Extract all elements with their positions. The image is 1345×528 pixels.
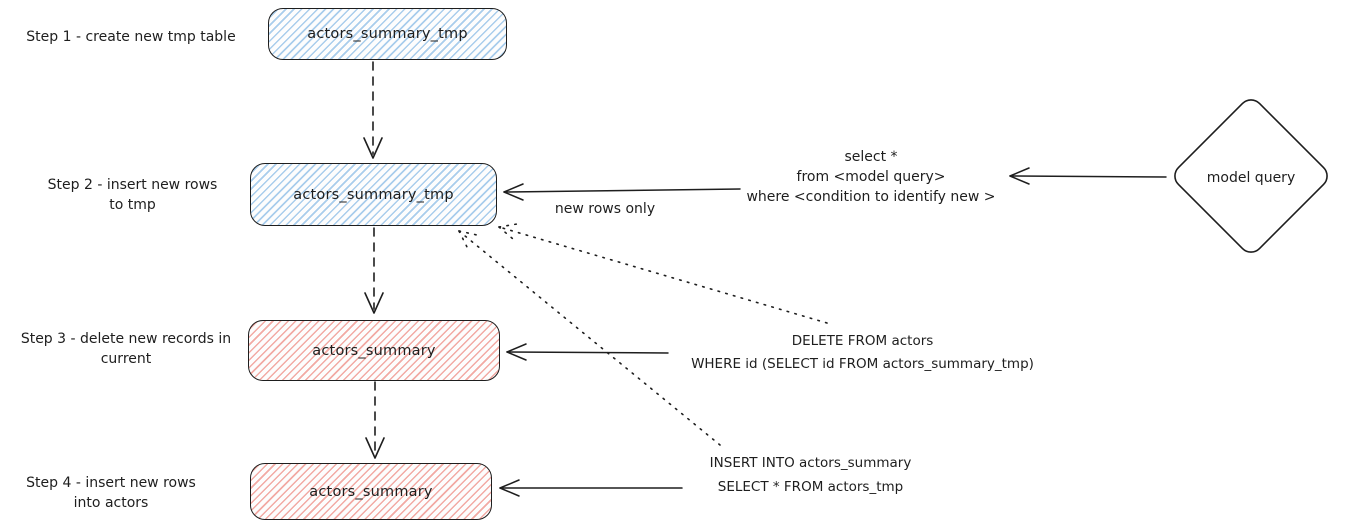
node-step1-label: actors_summary_tmp [307, 26, 468, 42]
arrow-new-rows-to-step2 [503, 183, 741, 201]
insert-query-text: INSERT INTO actors_summary SELECT * FROM… [709, 455, 912, 495]
arrow-model-query-to-select [1009, 167, 1167, 185]
delete-query-text: DELETE FROM actors WHERE id (SELECT id F… [691, 333, 1034, 372]
node-step4-current-table: actors_summary [250, 463, 492, 520]
step1-label: Step 1 - create new tmp table [26, 29, 236, 45]
step3-label: Step 3 - delete new records in current [20, 331, 232, 367]
step4-label: Step 4 - insert new rows into actors [26, 475, 196, 511]
arrow-step3-to-step4 [365, 381, 385, 459]
model-query-label: model query [1206, 170, 1296, 186]
arrow-delete-to-step3 [506, 343, 669, 361]
node-step1-tmp-table: actors_summary_tmp [268, 8, 507, 60]
select-query-text: select * from <model query> where <condi… [746, 149, 996, 205]
arrow-step2-to-step3 [364, 227, 384, 314]
node-step4-label: actors_summary [309, 483, 433, 500]
node-step3-current-table: actors_summary [248, 320, 500, 381]
new-rows-only-label: new rows only [554, 201, 656, 217]
dotted-ref-delete-to-step2 [498, 223, 828, 324]
node-step2-tmp-table: actors_summary_tmp [250, 163, 497, 226]
arrow-step1-to-step2 [363, 61, 383, 159]
step2-label: Step 2 - insert new rows to tmp [47, 177, 218, 213]
node-step3-label: actors_summary [312, 342, 436, 359]
node-step2-label: actors_summary_tmp [293, 186, 454, 203]
